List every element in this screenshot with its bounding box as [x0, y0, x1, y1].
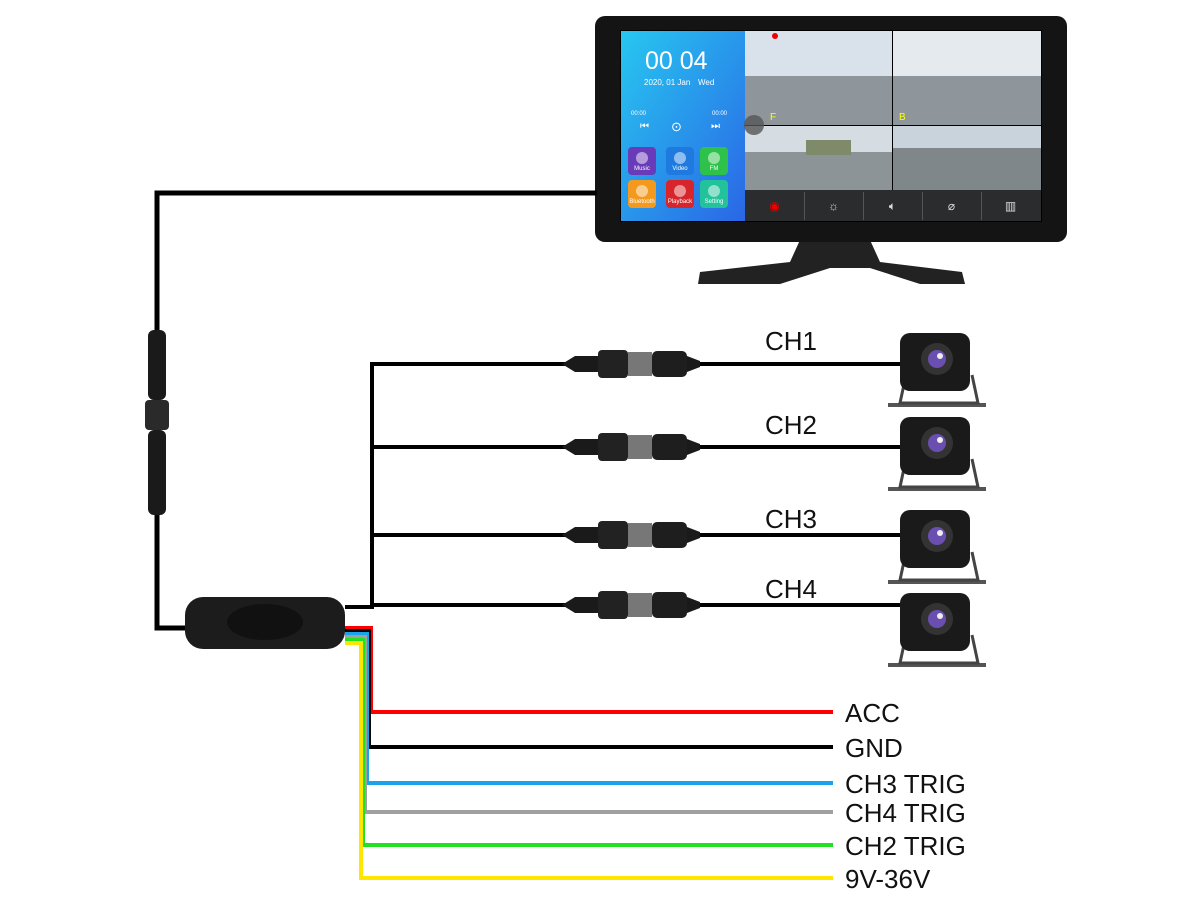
app-icon [674, 185, 686, 197]
app-music[interactable]: Music [628, 147, 656, 175]
channel-label-ch2: CH2 [765, 410, 818, 440]
camera-4 [888, 593, 986, 667]
record-button[interactable]: ◉ [745, 192, 805, 220]
next-icon[interactable]: ⏭ [711, 121, 720, 132]
app-icon [636, 152, 648, 164]
app-label: Video [672, 166, 688, 172]
app-icon [636, 185, 648, 197]
app-label: Bluetooth [629, 199, 655, 205]
channel-label-ch4: CH4 [765, 574, 818, 604]
app-label: FM [709, 166, 719, 172]
app-icon [708, 152, 720, 164]
camera-label-front: F [770, 112, 777, 123]
wire-gnd [345, 629, 833, 749]
app-playback[interactable]: Playback [666, 180, 694, 208]
app-icon [708, 185, 720, 197]
channel-label-ch1: CH1 [765, 326, 818, 356]
channel-connector [562, 433, 700, 461]
wire-label: ACC [845, 698, 900, 728]
channel-connector [562, 591, 700, 619]
previous-icon[interactable]: ⏮ [640, 121, 649, 132]
app-label: Playback [667, 199, 693, 205]
wire-label: 9V-36V [845, 864, 931, 894]
app-fm[interactable]: FM [700, 147, 728, 175]
camera-3 [888, 510, 986, 584]
layout-button[interactable]: ▥ [1004, 199, 1017, 213]
play-icon[interactable]: ⊙ [671, 119, 682, 134]
app-video[interactable]: Video [666, 147, 694, 175]
wire-label: CH4 TRIG [845, 798, 966, 828]
wire-ch2-trig [345, 638, 833, 847]
camera-label-back: B [899, 112, 906, 123]
app-setting[interactable]: Setting [700, 180, 728, 208]
date: 2020, 01 Jan [644, 78, 691, 87]
camera-2 [888, 417, 986, 491]
app-label: Setting [704, 199, 724, 205]
media-time-start: 00:00 [631, 111, 647, 117]
wire-9v-36v [345, 641, 833, 880]
brightness-button[interactable]: ☼ [804, 192, 864, 220]
channel-connector [562, 350, 700, 378]
mic-mute-button[interactable]: ⌀ [922, 192, 982, 220]
volume-button[interactable]: 🔈︎ [863, 192, 923, 220]
wire-ch3-trig [345, 632, 833, 785]
wire-ch4-trig [345, 635, 833, 814]
wire-acc [345, 626, 833, 714]
wire-label: CH2 TRIG [845, 831, 966, 861]
app-label: Music [634, 166, 650, 172]
app-bluetooth[interactable]: Bluetooth [628, 180, 656, 208]
media-time-end: 00:00 [712, 111, 728, 117]
app-icon [674, 152, 686, 164]
clock: 00 04 [645, 47, 708, 75]
wire-label: CH3 TRIG [845, 769, 966, 799]
camera-1 [888, 333, 986, 407]
channel-label-ch3: CH3 [765, 504, 818, 534]
wire-label: GND [845, 733, 903, 763]
channel-connector [562, 521, 700, 549]
weekday: Wed [698, 78, 715, 87]
inline-connector [145, 330, 169, 515]
